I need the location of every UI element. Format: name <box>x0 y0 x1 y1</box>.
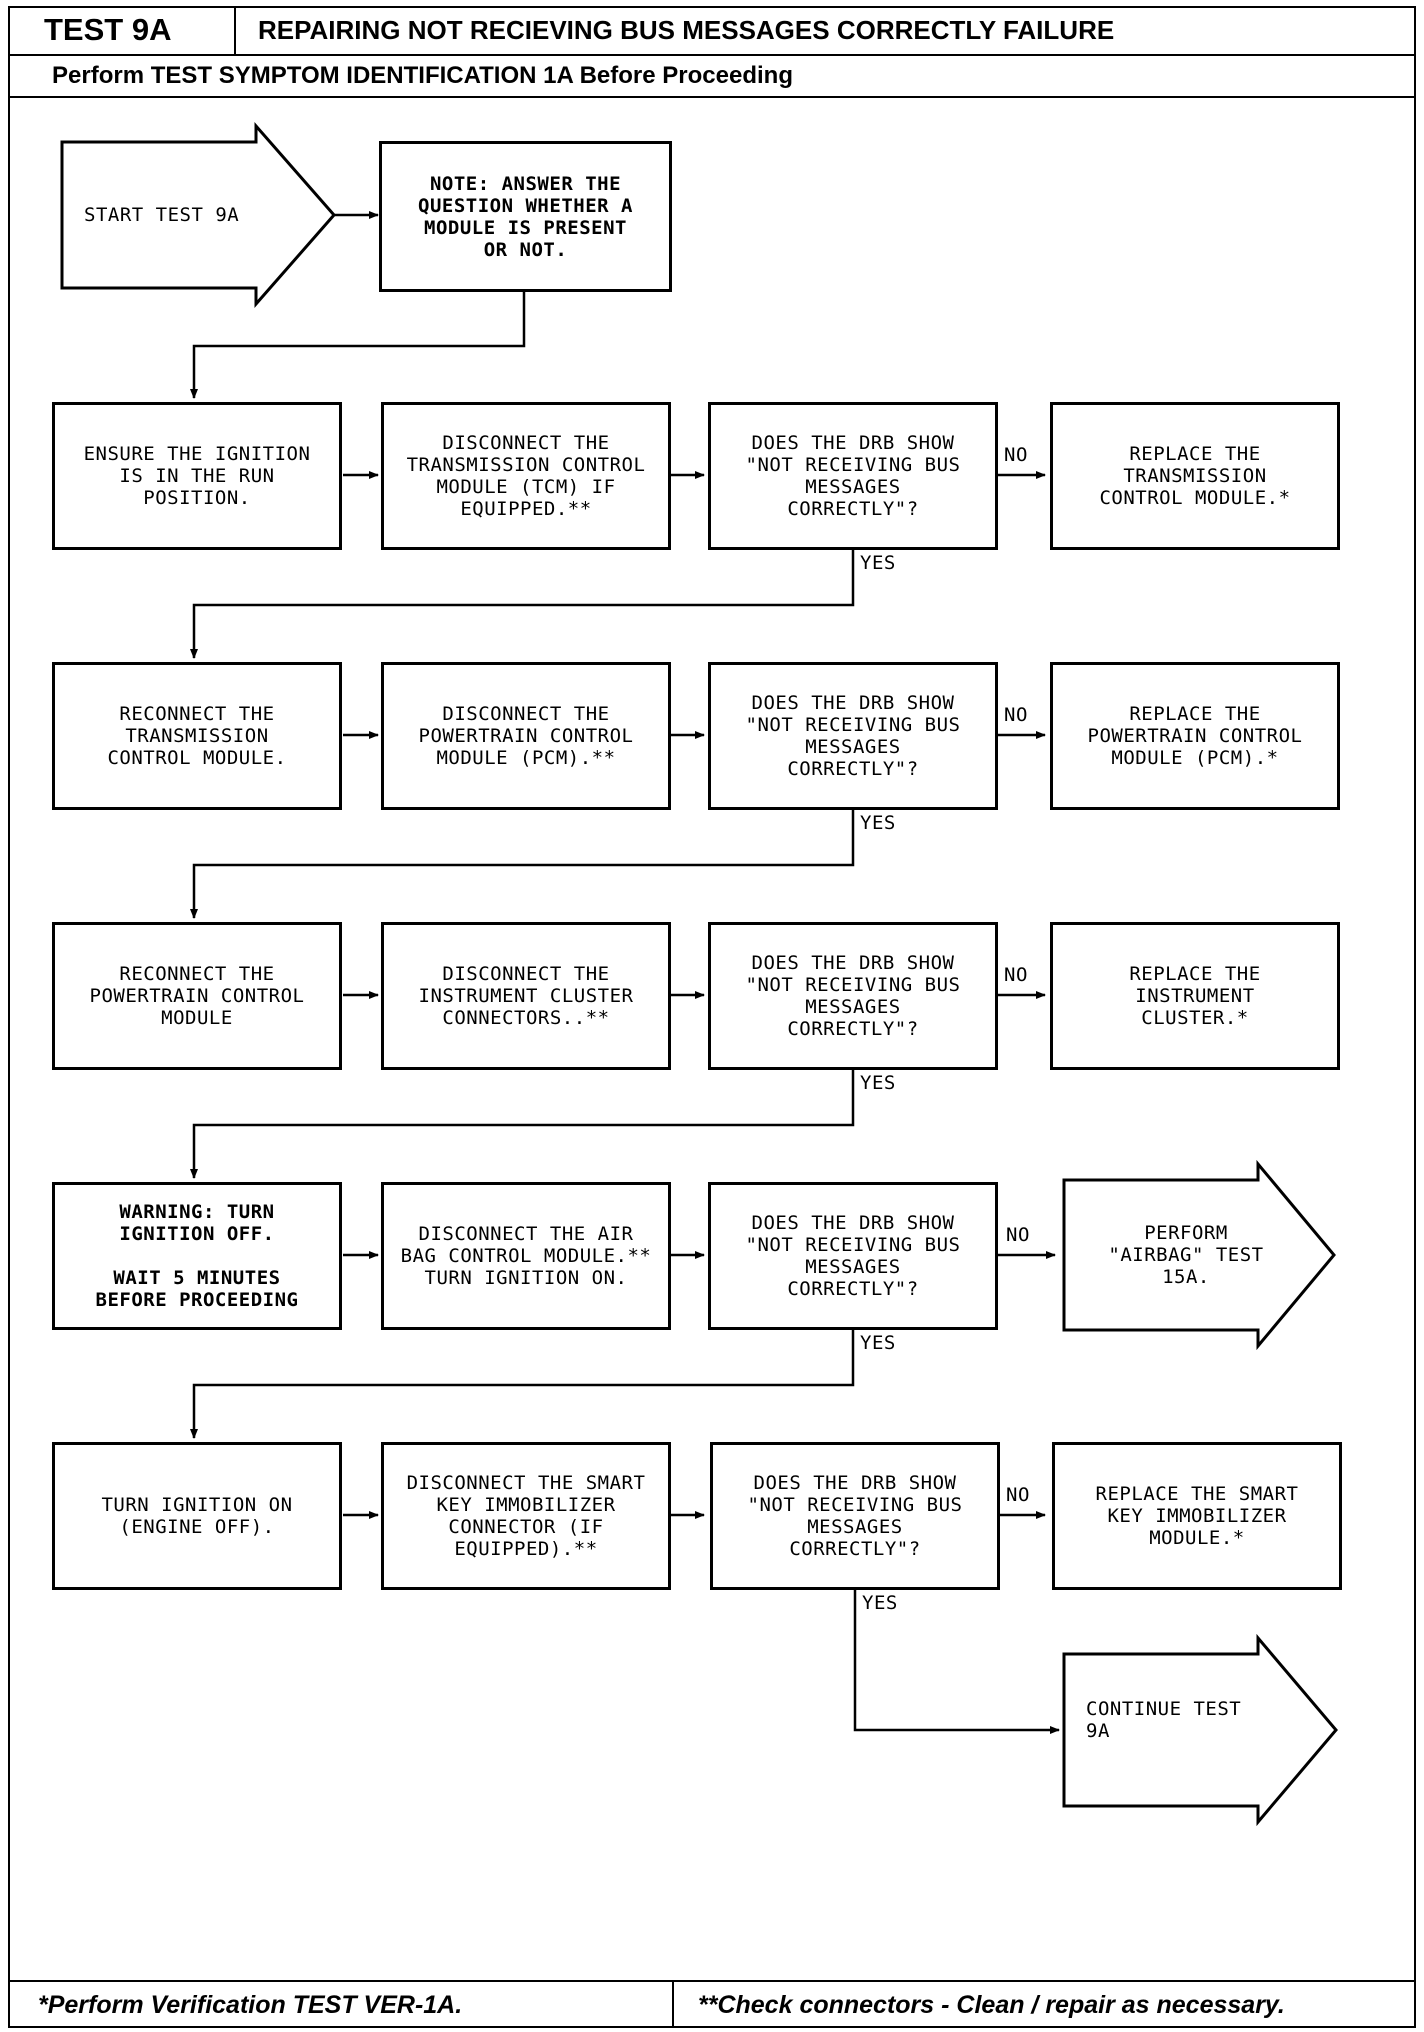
row4-no-label: NO <box>1006 1224 1030 1246</box>
row1-action-box: DISCONNECT THE TRANSMISSION CONTROL MODU… <box>381 402 671 550</box>
row1-action-text: DISCONNECT THE TRANSMISSION CONTROL MODU… <box>406 432 646 520</box>
row5-step-text: TURN IGNITION ON (ENGINE OFF). <box>101 1494 293 1538</box>
row2-result-text: REPLACE THE POWERTRAIN CONTROL MODULE (P… <box>1087 703 1303 769</box>
row1-step-text: ENSURE THE IGNITION IS IN THE RUN POSITI… <box>83 443 311 509</box>
row2-action-text: DISCONNECT THE POWERTRAIN CONTROL MODULE… <box>418 703 634 769</box>
row1-question-text: DOES THE DRB SHOW "NOT RECEIVING BUS MES… <box>745 432 961 520</box>
start-test-label: START TEST 9A <box>84 204 240 226</box>
connector-note-to-row1 <box>190 292 526 399</box>
row4-question-box: DOES THE DRB SHOW "NOT RECEIVING BUS MES… <box>708 1182 998 1330</box>
row5-no-label: NO <box>1006 1484 1030 1506</box>
perform-arrow-shape <box>1062 1159 1336 1351</box>
row4-question-text: DOES THE DRB SHOW "NOT RECEIVING BUS MES… <box>745 1212 961 1300</box>
row5-question-box: DOES THE DRB SHOW "NOT RECEIVING BUS MES… <box>710 1442 1000 1590</box>
page-frame <box>8 6 1416 2028</box>
footer-connector-note: **Check connectors - Clean / repair as n… <box>698 1990 1285 2019</box>
row3-result-box: REPLACE THE INSTRUMENT CLUSTER.* <box>1050 922 1340 1070</box>
start-arrow-shape <box>60 122 336 308</box>
footer: *Perform Verification TEST VER-1A. **Che… <box>8 1980 1416 2028</box>
prerequisite-note: Perform TEST SYMPTOM IDENTIFICATION 1A B… <box>8 56 1416 98</box>
row4-warning-text: WARNING: TURN IGNITION OFF. WAIT 5 MINUT… <box>95 1201 299 1311</box>
footer-divider <box>672 1982 674 2028</box>
test-id: TEST 9A <box>8 6 236 56</box>
row1-yes-label: YES <box>860 552 896 574</box>
note-box: NOTE: ANSWER THE QUESTION WHETHER A MODU… <box>379 141 672 292</box>
row2-question-box: DOES THE DRB SHOW "NOT RECEIVING BUS MES… <box>708 662 998 810</box>
row5-result-text: REPLACE THE SMART KEY IMMOBILIZER MODULE… <box>1095 1483 1299 1549</box>
connector-row1-yes <box>190 549 855 659</box>
row4-action-text: DISCONNECT THE AIR BAG CONTROL MODULE.**… <box>400 1223 652 1289</box>
row5-action-text: DISCONNECT THE SMART KEY IMMOBILIZER CON… <box>406 1472 646 1560</box>
row2-action-box: DISCONNECT THE POWERTRAIN CONTROL MODULE… <box>381 662 671 810</box>
connector-row4-yes <box>190 1329 855 1439</box>
perform-airbag-test-label: PERFORM "AIRBAG" TEST 15A. <box>1108 1222 1264 1288</box>
row2-result-box: REPLACE THE POWERTRAIN CONTROL MODULE (P… <box>1050 662 1340 810</box>
continue-test-label: CONTINUE TEST 9A <box>1086 1698 1242 1742</box>
row2-yes-label: YES <box>860 812 896 834</box>
row3-step-box: RECONNECT THE POWERTRAIN CONTROL MODULE <box>52 922 342 1070</box>
note-text: NOTE: ANSWER THE QUESTION WHETHER A MODU… <box>418 172 633 261</box>
row4-warning-box: WARNING: TURN IGNITION OFF. WAIT 5 MINUT… <box>52 1182 342 1330</box>
footer-verification-note: *Perform Verification TEST VER-1A. <box>38 1990 463 2019</box>
row3-step-text: RECONNECT THE POWERTRAIN CONTROL MODULE <box>89 963 305 1029</box>
row3-action-box: DISCONNECT THE INSTRUMENT CLUSTER CONNEC… <box>381 922 671 1070</box>
row4-yes-label: YES <box>860 1332 896 1354</box>
row3-action-text: DISCONNECT THE INSTRUMENT CLUSTER CONNEC… <box>418 963 634 1029</box>
row3-question-text: DOES THE DRB SHOW "NOT RECEIVING BUS MES… <box>745 952 961 1040</box>
row5-yes-label: YES <box>862 1592 898 1614</box>
page-title: REPAIRING NOT RECIEVING BUS MESSAGES COR… <box>236 6 1416 56</box>
row2-no-label: NO <box>1004 704 1028 726</box>
row3-no-label: NO <box>1004 964 1028 986</box>
row2-step-text: RECONNECT THE TRANSMISSION CONTROL MODUL… <box>107 703 287 769</box>
row5-question-text: DOES THE DRB SHOW "NOT RECEIVING BUS MES… <box>747 1472 963 1560</box>
row3-result-text: REPLACE THE INSTRUMENT CLUSTER.* <box>1129 963 1261 1029</box>
connector-row5-yes <box>853 1589 1060 1734</box>
connector-row3-yes <box>190 1069 855 1179</box>
row1-question-box: DOES THE DRB SHOW "NOT RECEIVING BUS MES… <box>708 402 998 550</box>
row4-action-box: DISCONNECT THE AIR BAG CONTROL MODULE.**… <box>381 1182 671 1330</box>
row3-question-box: DOES THE DRB SHOW "NOT RECEIVING BUS MES… <box>708 922 998 1070</box>
row1-result-text: REPLACE THE TRANSMISSION CONTROL MODULE.… <box>1099 443 1291 509</box>
row5-result-box: REPLACE THE SMART KEY IMMOBILIZER MODULE… <box>1052 1442 1342 1590</box>
row1-step-box: ENSURE THE IGNITION IS IN THE RUN POSITI… <box>52 402 342 550</box>
row1-no-label: NO <box>1004 444 1028 466</box>
row3-yes-label: YES <box>860 1072 896 1094</box>
row5-action-box: DISCONNECT THE SMART KEY IMMOBILIZER CON… <box>381 1442 671 1590</box>
connector-row2-yes <box>190 809 855 919</box>
row1-result-box: REPLACE THE TRANSMISSION CONTROL MODULE.… <box>1050 402 1340 550</box>
continue-arrow-shape <box>1062 1633 1338 1827</box>
row2-step-box: RECONNECT THE TRANSMISSION CONTROL MODUL… <box>52 662 342 810</box>
row2-question-text: DOES THE DRB SHOW "NOT RECEIVING BUS MES… <box>745 692 961 780</box>
row5-step-box: TURN IGNITION ON (ENGINE OFF). <box>52 1442 342 1590</box>
